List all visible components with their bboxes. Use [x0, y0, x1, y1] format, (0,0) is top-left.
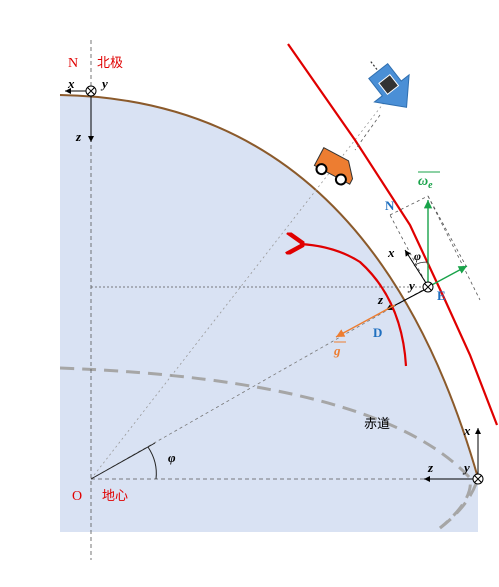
equator-x-label: x — [463, 423, 471, 438]
pole-y-label: y — [100, 76, 108, 91]
angle-arm — [90, 442, 156, 480]
car-icon — [313, 147, 354, 186]
equator-z-label: z — [427, 460, 434, 475]
equator-y-label: y — [462, 460, 470, 475]
local-x-label: x — [387, 245, 395, 260]
gravity-label: g — [333, 343, 341, 358]
north-pole-label: 北极 — [97, 56, 123, 71]
equator-label: 赤道 — [364, 417, 390, 432]
local-E-label: E — [437, 288, 446, 303]
pole-z-label: z — [75, 129, 82, 144]
red-curved-arrow — [300, 244, 408, 367]
angle-arc-center — [147, 446, 157, 480]
equator-line — [60, 366, 472, 530]
origin-letter: O — [72, 489, 82, 504]
earth-surface — [59, 94, 479, 479]
local-y-label: y — [407, 278, 415, 293]
local-x-arrow — [404, 249, 427, 284]
omega-e-component-arrow — [427, 265, 468, 288]
local-z-label: z — [377, 292, 384, 307]
omega-e-label: ωe — [418, 174, 433, 191]
earth-quadrant — [60, 95, 478, 532]
earth-center-label: 地心 — [102, 489, 128, 504]
local-frame — [335, 195, 481, 338]
radius-line — [90, 286, 429, 480]
gravity-arrow — [335, 304, 396, 338]
local-N-label: N — [385, 198, 395, 213]
phi-center-label: φ — [168, 450, 176, 465]
north-letter: N — [68, 56, 78, 71]
pole-x-label: x — [67, 76, 75, 91]
incoming-arrow-icon — [368, 61, 410, 108]
phi-local-label: φ — [414, 249, 421, 263]
equator-line-far — [439, 477, 480, 530]
local-D-label: D — [373, 325, 382, 340]
